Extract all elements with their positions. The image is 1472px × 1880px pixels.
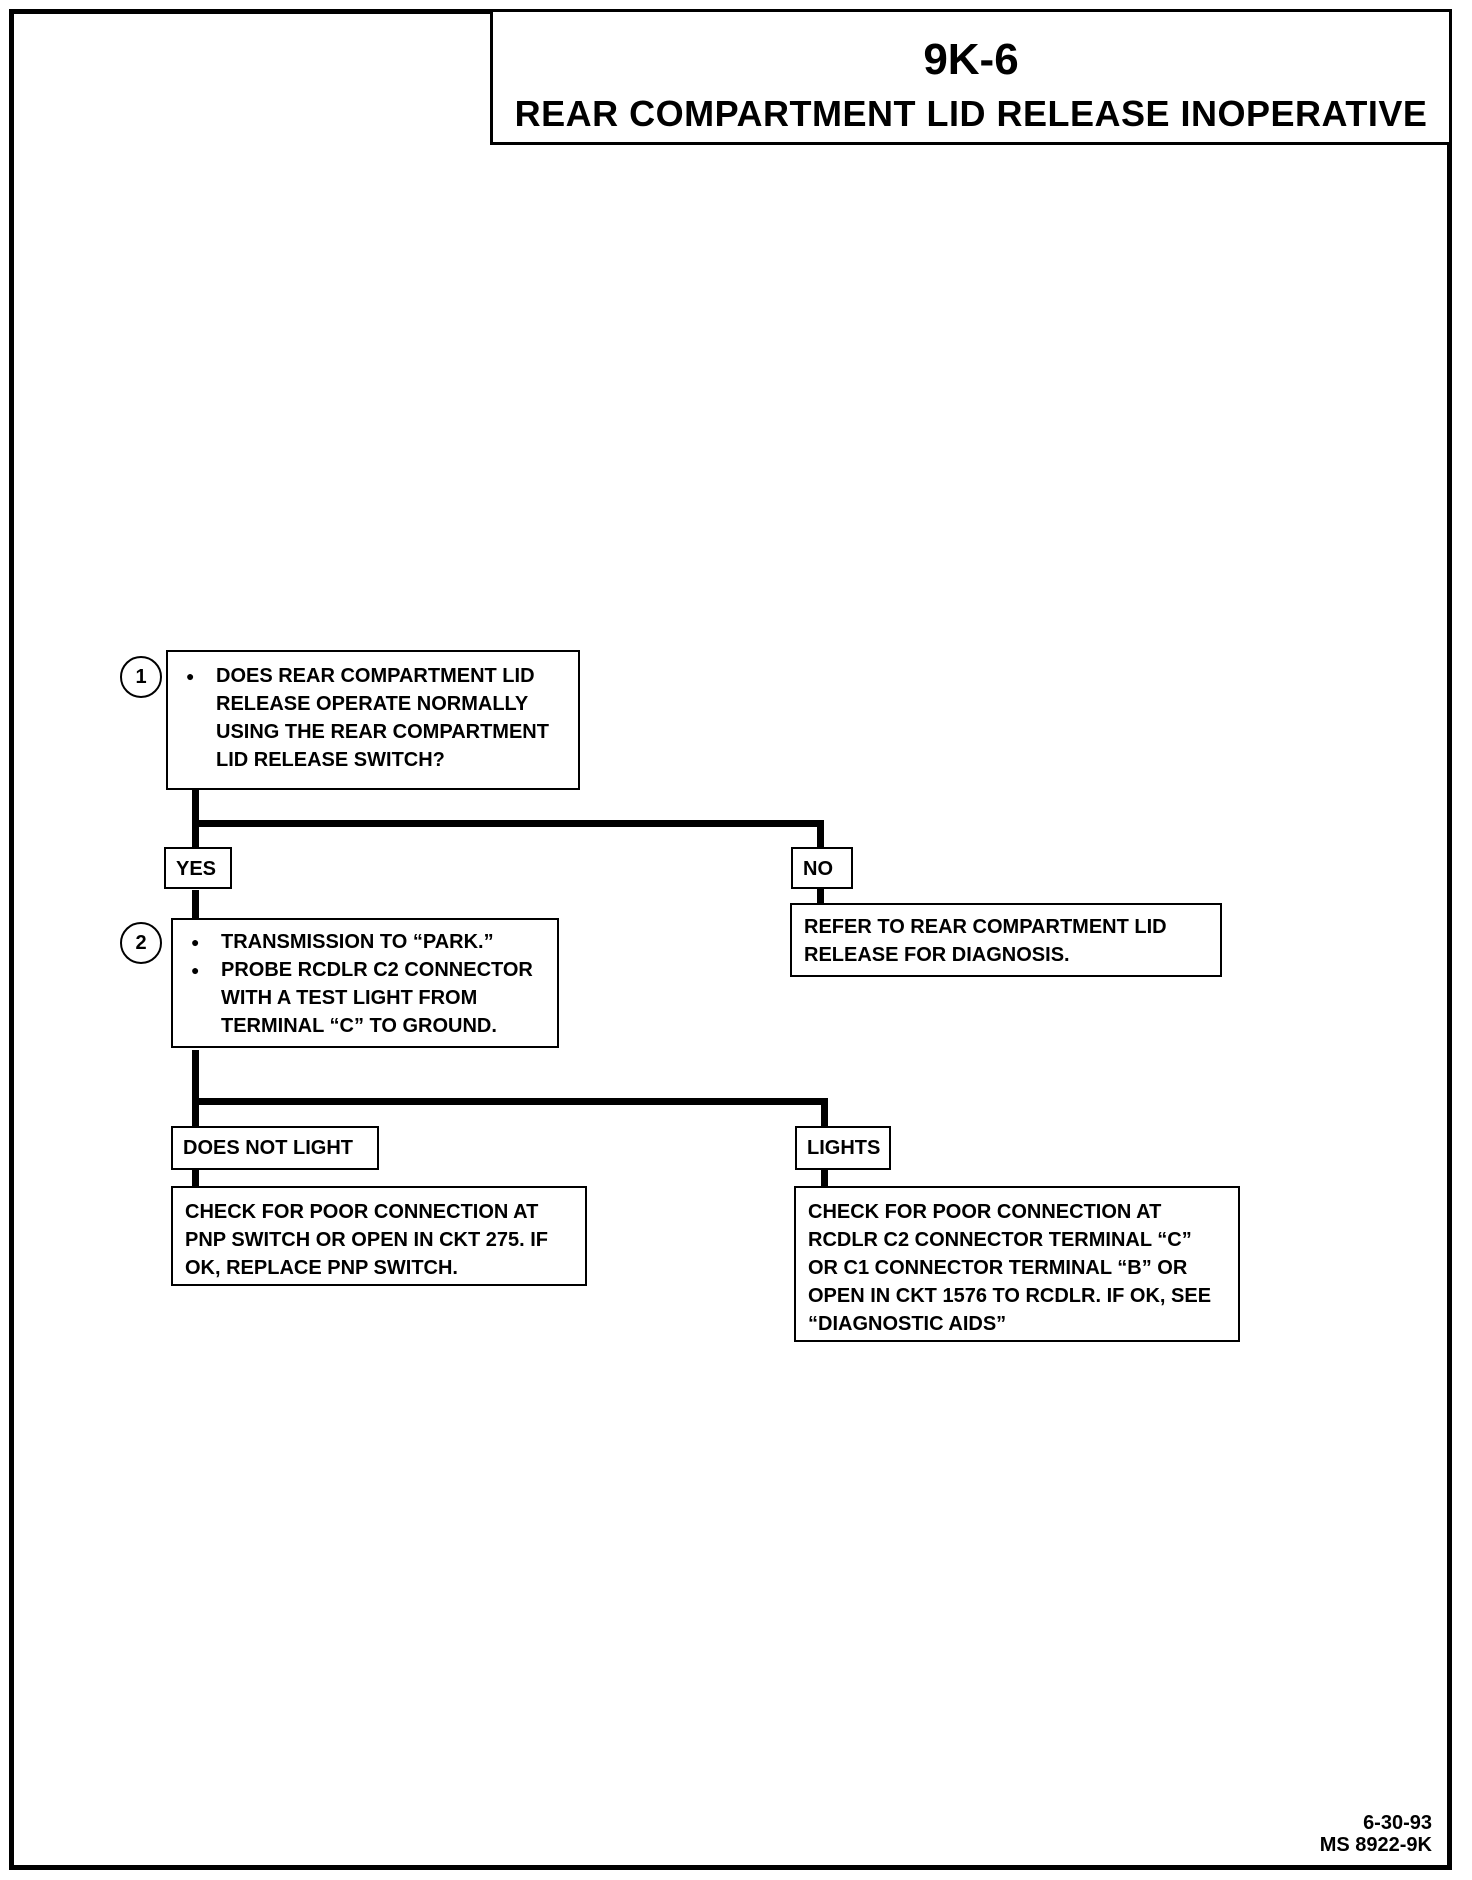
no-result-box: REFER TO REAR COMPARTMENT LID RELEASE FO… [790, 903, 1222, 977]
lights-result-text: CHECK FOR POOR CONNECTION AT RCDLR C2 CO… [808, 1201, 1212, 1335]
step-number-1: 1 [120, 656, 162, 698]
step-1-box: DOES REAR COMPARTMENT LID RELEASE OPERAT… [166, 650, 580, 790]
no-label: NO [791, 847, 853, 889]
step-2-instruction-1: TRANSMISSION TO “PARK.” [185, 928, 545, 956]
step-2-box: TRANSMISSION TO “PARK.” PROBE RCDLR C2 C… [171, 918, 559, 1048]
footer-doc-number: MS 8922-9K [1319, 1834, 1432, 1856]
connector-line [821, 1098, 828, 1132]
lights-label: LIGHTS [795, 1126, 891, 1170]
step-2-instruction-2: PROBE RCDLR C2 CONNECTOR WITH A TEST LIG… [185, 956, 545, 1040]
connector-line [192, 1050, 199, 1132]
step-1-question: DOES REAR COMPARTMENT LID RELEASE OPERAT… [180, 662, 566, 774]
connector-line [192, 820, 824, 827]
step-number-2: 2 [120, 922, 162, 964]
connector-line [821, 1168, 828, 1188]
no-result-text: REFER TO REAR COMPARTMENT LID RELEASE FO… [804, 916, 1167, 966]
connector-line [192, 890, 199, 920]
does-not-light-result-text: CHECK FOR POOR CONNECTION AT PNP SWITCH … [185, 1201, 549, 1279]
title-block: 9K-6 REAR COMPARTMENT LID RELEASE INOPER… [490, 9, 1452, 145]
footer: 6-30-93 MS 8922-9K [1320, 1812, 1432, 1856]
yes-label: YES [164, 847, 232, 889]
chart-title: REAR COMPARTMENT LID RELEASE INOPERATIVE [514, 93, 1428, 134]
connector-line [817, 887, 824, 905]
does-not-light-result-box: CHECK FOR POOR CONNECTION AT PNP SWITCH … [171, 1186, 587, 1286]
footer-date: 6-30-93 [1363, 1812, 1432, 1834]
chart-code: 9K-6 [923, 35, 1019, 84]
lights-result-box: CHECK FOR POOR CONNECTION AT RCDLR C2 CO… [794, 1186, 1240, 1342]
connector-line [192, 1098, 828, 1105]
connector-line [817, 820, 824, 847]
connector-line [192, 1168, 199, 1188]
does-not-light-label: DOES NOT LIGHT [171, 1126, 379, 1170]
